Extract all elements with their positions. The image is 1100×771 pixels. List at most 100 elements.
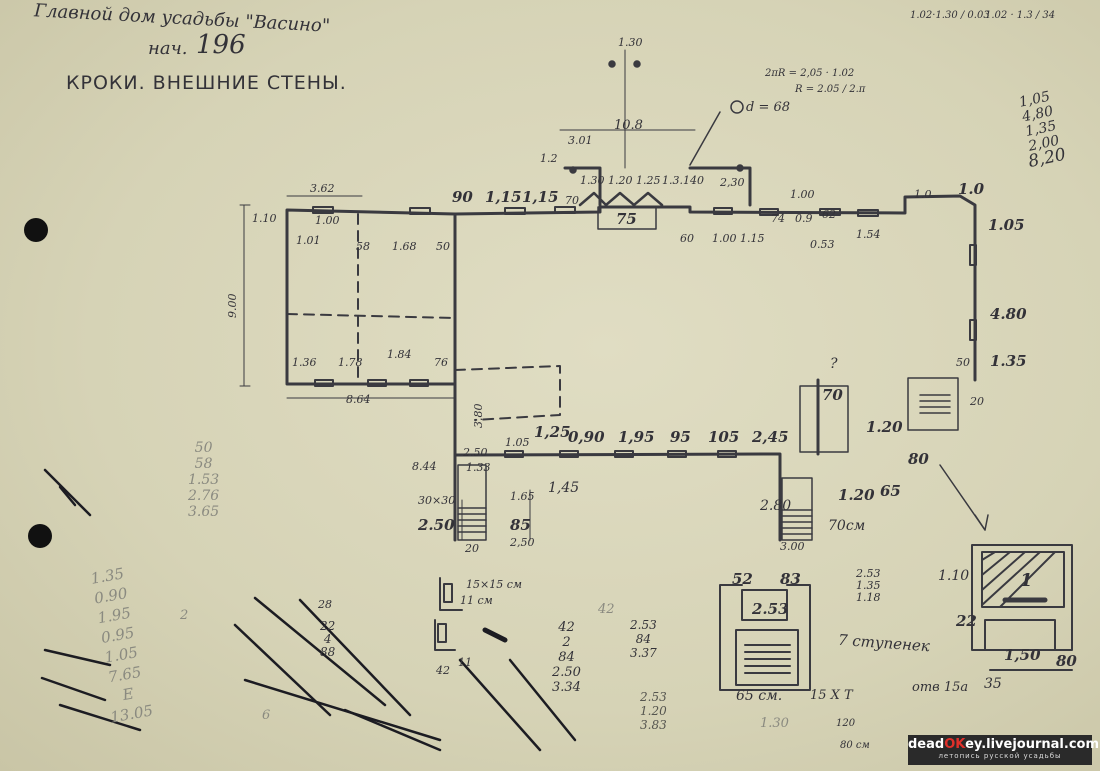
dim-2-50b: 2.50 xyxy=(418,516,455,534)
dim-1-95: 1,95 xyxy=(618,428,655,446)
dim-85: 85 xyxy=(510,516,531,534)
note-15x15: 15×15 см xyxy=(466,578,522,591)
dim-1-33: 1.33 xyxy=(466,461,491,474)
dim-50b: 50 xyxy=(956,356,970,369)
calc-top-b: 1.02 · 1.3 / 34 xyxy=(985,10,1056,21)
note-11cm: 11 см xyxy=(460,594,493,607)
dim-1-78: 1.78 xyxy=(338,356,363,369)
dim-75: 75 xyxy=(616,210,637,228)
dim-1-00c: 1.00 xyxy=(790,188,815,201)
binder-hole-bottom xyxy=(28,524,52,548)
note-1-50: 1,50 xyxy=(1004,646,1041,664)
note-22: 22 xyxy=(956,612,977,630)
note-80cm: 80 см xyxy=(840,740,870,751)
note-15xt: 15 Х Т xyxy=(810,688,853,703)
note-28: 28 xyxy=(318,598,332,611)
dim-105: 105 xyxy=(708,428,740,446)
dim-4-80: 4.80 xyxy=(990,305,1027,323)
dim-3-00: 3.00 xyxy=(780,540,805,553)
dim-80: 80 xyxy=(908,450,929,468)
sheet-number: 196 xyxy=(196,30,246,60)
cross-out-strokes xyxy=(40,468,577,752)
annotation-arrows xyxy=(569,60,989,531)
dim-2-45: 2,45 xyxy=(752,428,789,446)
binder-hole-top xyxy=(24,218,48,242)
dim-1-0b: 1.0 xyxy=(958,180,985,198)
dimension-lines xyxy=(239,49,696,541)
dim-1-20-rot: 1.20 xyxy=(866,418,903,436)
note-83: 83 xyxy=(780,570,801,588)
dim-1-05-right: 1.05 xyxy=(988,216,1025,234)
dim-1-68: 1.68 xyxy=(392,240,417,253)
dim-1-25b: 1,25 xyxy=(534,423,571,441)
note-1-10: 1.10 xyxy=(938,568,970,584)
dim-1-35: 1.35 xyxy=(990,352,1027,370)
note-15a: отв 15а xyxy=(912,680,969,695)
dim-2-50a: 2.50 xyxy=(463,446,488,459)
site-watermark: deadOKey.livejournal.com летопись русско… xyxy=(908,735,1100,765)
dim-60: 60 xyxy=(680,232,694,245)
dim-70: 70 xyxy=(565,194,579,207)
calc-stack-mid-4: 2.53 1.20 3.83 xyxy=(640,690,667,732)
dim-3-80: 3.80 xyxy=(472,403,485,429)
dim-1-3-140: 1.3.140 xyxy=(662,174,704,187)
dim-1-10: 1.10 xyxy=(252,212,277,225)
calc-stack-mid-3: 2.53 84 3.37 xyxy=(630,618,657,660)
note-52: 52 xyxy=(732,570,753,588)
dim-1-15b: 1,15 xyxy=(522,188,559,206)
dim-1-15c: 1.15 xyxy=(740,232,765,245)
note-1: 1 xyxy=(1020,570,1033,591)
note-42b: 42 xyxy=(598,602,615,617)
dim-1-15a: 1,15 xyxy=(485,188,522,206)
dim-70cm: 70см xyxy=(828,518,866,534)
dim-1-01: 1.01 xyxy=(296,234,321,247)
dim-74: 74 xyxy=(771,212,785,225)
calc-stack-mid-1: 22 4 88 xyxy=(320,619,336,659)
watermark-url: deadOKey.livejournal.com xyxy=(908,737,1100,752)
dim-1-00a: 1.00 xyxy=(315,214,340,227)
dim-62: 62 xyxy=(822,208,836,221)
dim-1-30-top: 1.30 xyxy=(618,36,643,49)
note-65cm: 65 см. xyxy=(736,688,783,704)
interior-dashed-lines xyxy=(286,213,561,421)
nach-label: нач. xyxy=(148,38,188,59)
dim-1-84: 1.84 xyxy=(387,348,412,361)
dim-30x30: 30×30 xyxy=(418,494,456,507)
dim-1-05: 1.05 xyxy=(505,436,530,449)
dim-65: 65 xyxy=(880,482,901,500)
dim-20: 20 xyxy=(970,395,984,408)
dim-1-0a: 1.0 xyxy=(914,188,932,201)
dim-1-65: 1.65 xyxy=(510,490,535,503)
bay-window-box xyxy=(597,206,657,230)
note-question: ? xyxy=(830,356,838,372)
dim-1-45: 1,45 xyxy=(548,480,580,496)
dim-1-00b: 1.00 xyxy=(712,232,737,245)
dim-2-50c: 2,50 xyxy=(510,536,535,549)
dim-1-36: 1.36 xyxy=(292,356,317,369)
dim-3-01: 3.01 xyxy=(568,134,593,147)
dim-1-25: 1.25 xyxy=(636,174,661,187)
dim-0-9: 0.9 xyxy=(795,212,813,225)
watermark-tagline: летопись русской усадьбы xyxy=(938,752,1062,760)
outer-walls xyxy=(285,166,977,542)
dim-10-8: 10.8 xyxy=(614,118,643,133)
note-80b: 80 xyxy=(1056,652,1077,670)
dim-50a: 50 xyxy=(436,240,450,253)
page-heading: КРОКИ. ВНЕШНИЕ СТЕНЫ. xyxy=(66,72,347,94)
dim-95: 95 xyxy=(670,428,691,446)
dim-2-80: 2.80 xyxy=(760,498,792,514)
dim-9-00: 9.00 xyxy=(226,293,239,319)
dim-0-53: 0.53 xyxy=(810,238,835,251)
dim-1-2: 1.2 xyxy=(540,152,558,165)
dim-70c: 70 xyxy=(822,386,843,404)
dim-58: 58 xyxy=(356,240,370,253)
dim-3-62: 3.62 xyxy=(310,182,335,195)
dim-20b: 20 xyxy=(465,542,479,555)
calc-top-a: 1.02·1.30 / 0.03 xyxy=(910,10,990,21)
dim-1-20b: 1.20 xyxy=(838,486,875,504)
dim-0-90b: 0,90 xyxy=(568,428,605,446)
calc-formula-2: R = 2.05 / 2.π xyxy=(795,84,866,95)
dim-76: 76 xyxy=(434,356,448,369)
